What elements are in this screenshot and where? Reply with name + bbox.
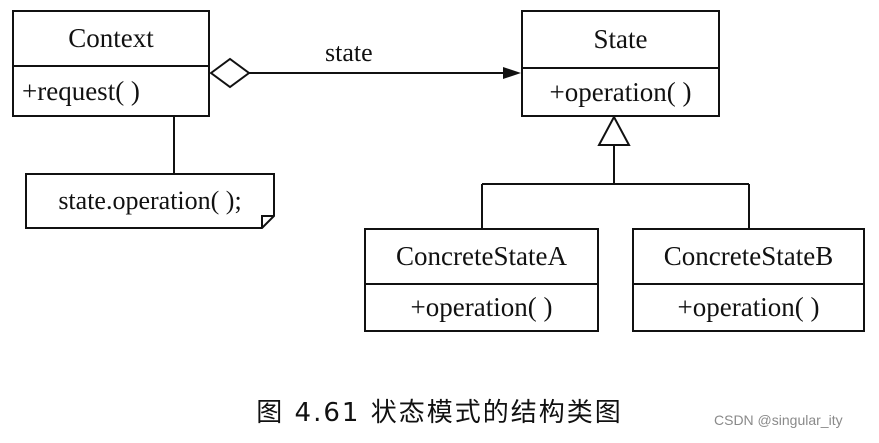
concrete-state-b-class: ConcreteStateB +operation( ) (632, 228, 865, 332)
figure-caption: 图 4.61 状态模式的结构类图 (256, 398, 623, 428)
state-class: State +operation( ) (521, 10, 720, 117)
state-operation: +operation( ) (549, 76, 692, 107)
watermark: CSDN @singular_ity (714, 412, 843, 428)
context-request-operation: +request( ) (22, 75, 140, 106)
association-label: state (325, 38, 373, 67)
concrete-state-a-operation: +operation( ) (410, 292, 553, 322)
concrete-state-b-name: ConcreteStateB (634, 230, 863, 285)
concrete-state-a-name: ConcreteStateA (366, 230, 597, 285)
note-fold (261, 215, 274, 228)
note-shape (25, 173, 275, 229)
context-class-name: Context (14, 12, 208, 67)
aggregation-diamond (209, 57, 251, 89)
concrete-state-a-class: ConcreteStateA +operation( ) (364, 228, 599, 332)
generalization-triangle (597, 114, 631, 146)
context-class: Context +request( ) (12, 10, 210, 117)
association-arrowhead (503, 67, 521, 79)
note-text: state.operation( ); (58, 186, 242, 215)
state-class-name: State (523, 12, 718, 69)
concrete-state-b-operation: +operation( ) (677, 292, 820, 322)
